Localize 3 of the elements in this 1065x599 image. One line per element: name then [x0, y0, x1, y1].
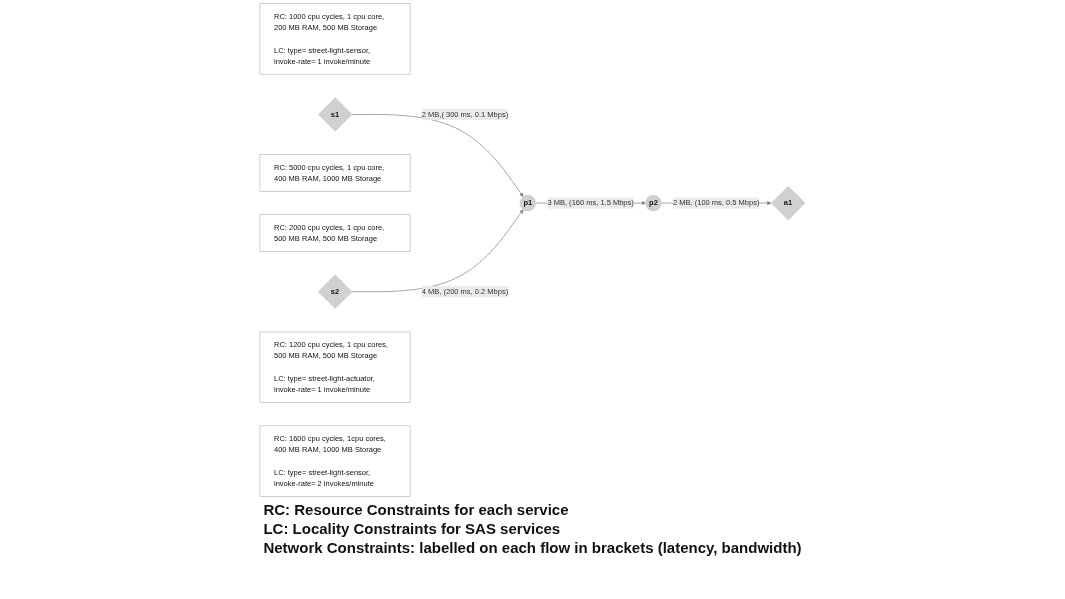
note-text: RC: Resource Constraints for each service [263, 501, 569, 518]
note-text: Network Constraints: labelled on each flow in brackets (latency, bandwidth) [263, 539, 802, 556]
note-text: LC: Locality Constraints for SAS services [263, 520, 561, 537]
